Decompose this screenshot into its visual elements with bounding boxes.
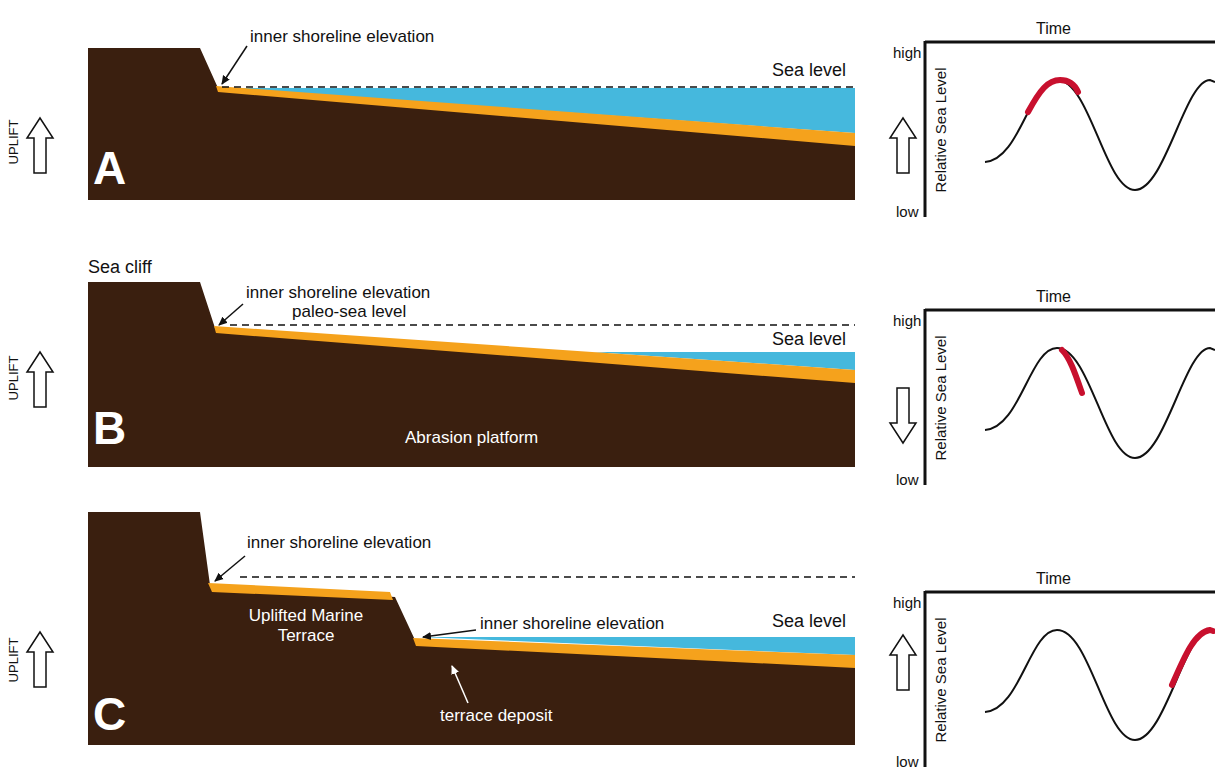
axis-title: Time xyxy=(1036,288,1071,306)
callout-label: paleo-sea level xyxy=(292,302,406,322)
uplift-label: UPLIFT xyxy=(7,356,22,401)
region-label: terrace deposit xyxy=(440,706,552,726)
callout-label: Sea cliff xyxy=(88,257,152,278)
callout-label: inner shoreline elevation xyxy=(247,533,431,553)
callout-label: inner shoreline elevation xyxy=(480,614,664,634)
uplift-label: UPLIFT xyxy=(7,638,22,683)
region-label: Abrasion platform xyxy=(405,428,538,448)
uplift-label: UPLIFT xyxy=(7,120,22,165)
axis-title: Relative Sea Level xyxy=(932,335,949,460)
axis-tick: low xyxy=(896,753,919,770)
axis-tick: high xyxy=(893,594,921,611)
panel-letter: B xyxy=(93,402,126,455)
callout-label: inner shoreline elevation xyxy=(246,283,430,303)
axis-tick: high xyxy=(893,44,921,61)
graph-c xyxy=(890,591,1215,767)
region-label: Uplifted Marine Terrace xyxy=(241,606,371,645)
graph-a xyxy=(890,41,1215,217)
axis-tick: high xyxy=(893,312,921,329)
axis-tick: low xyxy=(896,203,919,220)
sea-level-label: Sea level xyxy=(772,329,846,350)
axis-tick: low xyxy=(896,471,919,488)
panel-b xyxy=(27,282,855,467)
axis-title: Time xyxy=(1036,20,1071,38)
sea-level-label: Sea level xyxy=(772,611,846,632)
axis-title: Time xyxy=(1036,570,1071,588)
panel-c xyxy=(27,512,855,745)
axis-title: Relative Sea Level xyxy=(932,67,949,192)
axis-title: Relative Sea Level xyxy=(932,617,949,742)
graph-b xyxy=(890,309,1215,485)
panel-letter: A xyxy=(93,142,126,195)
panel-a xyxy=(27,46,855,200)
panel-letter: C xyxy=(93,688,126,741)
callout-label: inner shoreline elevation xyxy=(250,27,434,47)
sea-level-label: Sea level xyxy=(772,60,846,81)
